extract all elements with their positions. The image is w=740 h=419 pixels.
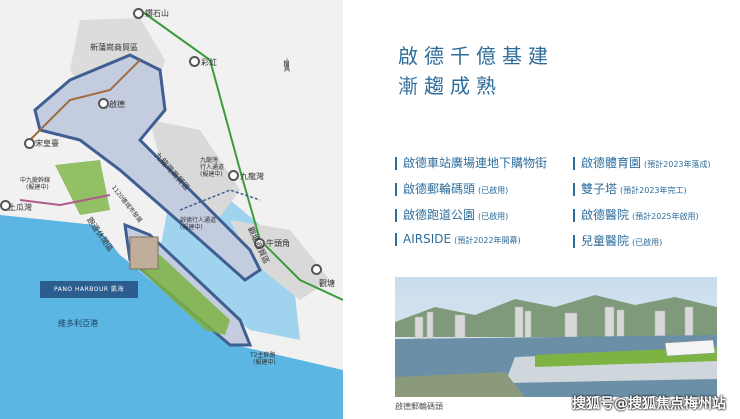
feature-label: 啟德跑道公園 xyxy=(403,208,476,222)
feature-bullet xyxy=(573,157,575,170)
feature-bullet xyxy=(573,183,575,196)
photo-mountains xyxy=(395,295,717,337)
walkway-label-3: (擬建中) xyxy=(200,171,223,178)
feature-label: 啟德體育園 xyxy=(581,156,642,170)
watermark: 搜狐号@搜狐焦点梅州站 xyxy=(572,396,726,412)
feature-note: (預計2023年落成) xyxy=(644,160,711,169)
feature-note: (預計2023年完工) xyxy=(620,186,687,195)
cruise-terminal-photo xyxy=(395,277,717,397)
mtr-tuen-ma-line xyxy=(29,59,141,141)
pano-harbour-label: PANO HARBOUR 凱海 xyxy=(40,281,138,298)
station-diamond-hill-marker xyxy=(133,8,144,19)
station-choi-hung-marker xyxy=(189,56,200,67)
note-proposed-2: (擬建中) xyxy=(253,359,276,366)
station-kowloon-bay-marker xyxy=(228,170,239,181)
station-sung-wong-toi-marker xyxy=(24,138,35,149)
station-ngau-tau-kok-marker xyxy=(254,238,265,249)
feature-item: AIRSIDE(預計2022年開幕) xyxy=(395,232,521,246)
station-label-sung-wong-toi: 宋皇臺 xyxy=(35,139,59,148)
feature-note: (已啟用) xyxy=(632,238,663,247)
photo-illustration xyxy=(395,277,717,397)
kowloon-bay-district xyxy=(150,120,240,230)
north-label: N xyxy=(283,60,290,70)
elevated-walkway-label-2: (擬建中) xyxy=(180,224,203,231)
walkway-label-1: 九龍灣 xyxy=(200,157,219,164)
district-label-t2-road: T2主幹路 xyxy=(250,352,276,359)
info-panel: 啟德千億基建 漸趨成熟 啟德車站廣場連地下購物街 啟德郵輪碼頭(已啟用) 啟德跑… xyxy=(343,0,740,419)
north-arrow-icon xyxy=(284,57,290,72)
feature-label: 雙子塔 xyxy=(581,182,618,196)
feature-item: 啟德車站廣場連地下購物街 xyxy=(395,154,550,171)
kai-tak-development-area xyxy=(33,53,262,282)
headline-line-1: 啟德千億基建 xyxy=(398,44,554,68)
district-label-central-kowloon-route: 中九龍幹線 xyxy=(20,177,51,184)
harbour-name-label: 維多利亞港 xyxy=(58,319,98,328)
pano-harbour-building xyxy=(129,236,159,270)
station-label-choi-hung: 彩虹 xyxy=(201,58,217,67)
victoria-harbour-sea xyxy=(0,215,343,419)
note-proposed-1: (擬建中) xyxy=(26,184,49,191)
station-to-kwa-wan-marker xyxy=(0,200,11,211)
mtr-kwun-tong-line xyxy=(139,9,343,301)
headline-line-2: 漸趨成熟 xyxy=(398,74,502,98)
central-kowloon-route xyxy=(19,194,111,207)
feature-bullet xyxy=(573,209,575,222)
walkway-label-2: 行人通道 xyxy=(200,164,225,171)
kai-tak-map: 鑽石山 彩虹 啟德 宋皇臺 九龍灣 土瓜灣 牛頭角 觀塘 新蒲崗商貿區 九龍灣商… xyxy=(0,0,343,419)
elevated-walkway xyxy=(179,189,261,211)
runway-park xyxy=(135,250,230,335)
feature-item: 兒童醫院(已啟用) xyxy=(573,232,662,249)
feature-label: 兒童醫院 xyxy=(581,234,630,248)
station-kai-tak-marker xyxy=(98,98,109,109)
feature-item: 啟德體育園(預計2023年落成) xyxy=(573,154,711,171)
feature-bullet xyxy=(395,183,397,196)
station-label-to-kwa-wan: 土瓜灣 xyxy=(8,203,32,212)
feature-item: 雙子塔(預計2023年完工) xyxy=(573,180,687,197)
kowloon-park-green xyxy=(55,160,110,215)
station-label-diamond-hill: 鑽石山 xyxy=(145,9,169,18)
feature-bullet xyxy=(395,209,397,222)
feature-note: (已啟用) xyxy=(478,212,509,221)
feature-bullet xyxy=(395,233,397,246)
map-canvas xyxy=(0,0,343,419)
feature-label: 啟德車站廣場連地下購物街 xyxy=(403,156,548,170)
elevated-walkway-label-1: 啟德行人通道 xyxy=(180,217,217,224)
station-label-kowloon-bay: 九龍灣 xyxy=(240,172,264,181)
district-label-san-po-kong: 新蒲崗商貿區 xyxy=(90,43,138,52)
station-kwun-tong-marker xyxy=(311,264,322,275)
feature-item: 啟德郵輪碼頭(已啟用) xyxy=(395,180,508,197)
feature-label: AIRSIDE xyxy=(403,232,452,246)
feature-label: 啟德醫院 xyxy=(581,208,630,222)
photo-cruise-ship xyxy=(664,339,716,357)
feature-bullet xyxy=(395,157,397,170)
feature-note: (已啟用) xyxy=(478,186,509,195)
photo-caption: 啟德郵輪碼頭 xyxy=(395,402,443,411)
station-label-kai-tak: 啟德 xyxy=(109,100,125,109)
feature-item: 啟德醫院(預計2025年啟用) xyxy=(573,206,699,223)
photo-foreground-park xyxy=(395,372,525,397)
feature-note: (預計2022年開幕) xyxy=(454,236,521,245)
feature-item: 啟德跑道公園(已啟用) xyxy=(395,206,508,223)
feature-label: 啟德郵輪碼頭 xyxy=(403,182,476,196)
feature-bullet xyxy=(573,235,575,248)
station-label-kwun-tong: 觀塘 xyxy=(319,279,335,288)
station-label-ngau-tau-kok: 牛頭角 xyxy=(266,239,290,248)
feature-note: (預計2025年啟用) xyxy=(632,212,699,221)
